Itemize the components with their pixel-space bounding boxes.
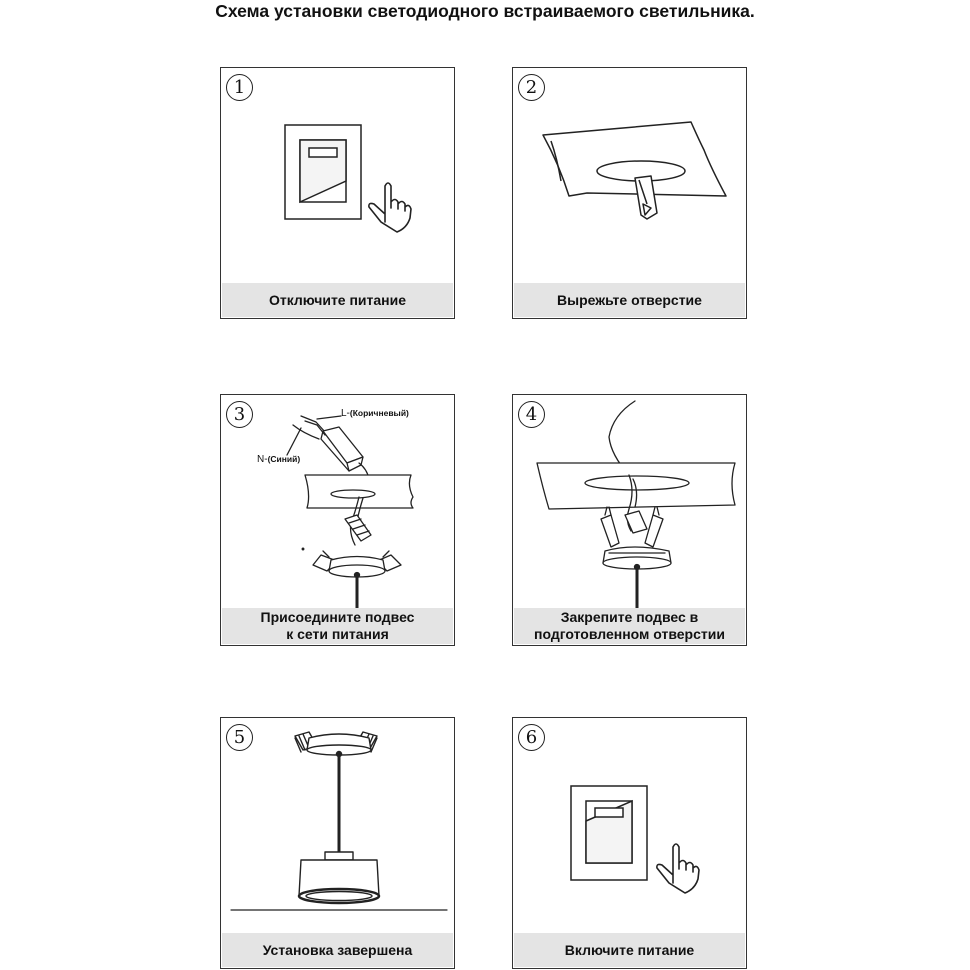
wire-label-live: L-(Коричневый) (341, 407, 409, 420)
power-off-illustration (284, 124, 412, 233)
ceiling-panel (542, 121, 727, 197)
step-caption-2: Вырежьте отверстие (514, 283, 745, 317)
wire-label-neutral: N-(Синий) (257, 453, 300, 466)
step-caption-5: Установка завершена (222, 933, 453, 967)
step-caption-1: Отключите питание (222, 283, 453, 317)
neutral-wire-prefix: N- (257, 454, 268, 465)
step-caption-3: Присоедините подвес к сети питания (222, 608, 453, 644)
step-panel-4: 4 Закрепите подвес в подготовленном отве… (512, 394, 747, 646)
connect-wiring-illustration (286, 415, 414, 610)
step-caption-4: Закрепите подвес в подготовленном отверс… (514, 608, 745, 644)
installed-pendant-illustration (230, 731, 448, 911)
live-wire-prefix: L- (341, 408, 350, 419)
step-number-4: 4 (518, 401, 545, 428)
step-panel-1: 1 Отключите питание (220, 67, 455, 319)
step-panel-3: 3 (220, 394, 455, 646)
step-panel-2: 2 Вырежьте отверстие (512, 67, 747, 319)
step-number-1: 1 (226, 74, 253, 101)
step-number-6: 6 (518, 724, 545, 751)
diagram-title: Схема установки светодиодного встраиваем… (215, 1, 755, 21)
step-number-2: 2 (518, 74, 545, 101)
mount-fixture-illustration (536, 400, 736, 610)
live-wire-color: (Коричневый) (349, 408, 409, 418)
step-caption-6: Включите питание (514, 933, 745, 967)
hand-pointer-icon (368, 182, 412, 233)
step-number-3: 3 (226, 401, 253, 428)
power-on-illustration (570, 785, 700, 894)
led-driver (322, 426, 364, 464)
neutral-wire-color: (Синий) (267, 454, 301, 464)
step-number-5: 5 (226, 724, 253, 751)
step-panel-5: 5 Установка завершена (220, 717, 455, 969)
hand-pointer-icon (656, 843, 700, 894)
step-panel-6: 6 Включите питание (512, 717, 747, 969)
cut-hole-illustration (542, 121, 727, 220)
